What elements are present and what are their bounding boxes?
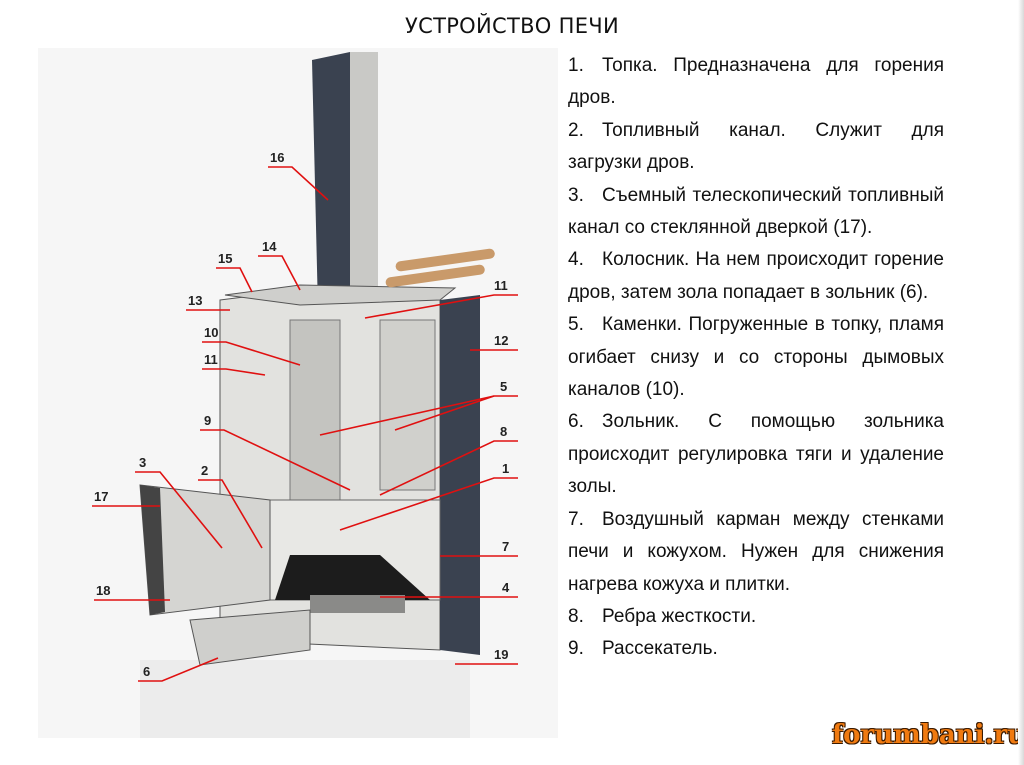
callout-19: 19 bbox=[494, 647, 508, 662]
callout-12: 12 bbox=[494, 333, 508, 348]
callout-17: 17 bbox=[94, 489, 108, 504]
page-title: УСТРОЙСТВО ПЕЧИ bbox=[405, 14, 619, 38]
callout-9: 9 bbox=[204, 413, 211, 428]
callout-14: 14 bbox=[262, 239, 277, 254]
list-item: 5.Каменки. Погруженные в топку, пламя ог… bbox=[568, 314, 944, 401]
list-item: 8.Ребра жесткости. bbox=[568, 605, 757, 627]
list-item: 3.Съемный телескопический топливный кана… bbox=[568, 184, 944, 239]
grate bbox=[310, 595, 405, 613]
callout-11: 11 bbox=[204, 352, 218, 367]
leader-lines bbox=[92, 166, 518, 682]
callout-5: 5 bbox=[500, 379, 507, 394]
callout-15: 15 bbox=[218, 251, 232, 266]
ash-box bbox=[189, 609, 311, 666]
callout-4: 4 bbox=[502, 580, 510, 595]
chimney-tile-cladding bbox=[312, 52, 350, 310]
list-item: 7.Воздушный карман между стенками печи и… bbox=[568, 508, 944, 595]
callout-8: 8 bbox=[500, 424, 507, 439]
wood-handle bbox=[395, 248, 495, 272]
slide-edge bbox=[1018, 0, 1024, 765]
callout-13: 13 bbox=[188, 293, 202, 308]
wood-handle bbox=[385, 264, 485, 288]
callout-18: 18 bbox=[96, 583, 110, 598]
firebox-opening bbox=[275, 555, 430, 600]
smoke-channel bbox=[289, 319, 341, 511]
callout-6: 6 bbox=[143, 664, 150, 679]
callout-11-right: 11 bbox=[494, 278, 508, 293]
list-item: 9.Рассекатель. bbox=[568, 638, 718, 660]
component-list: 1.Топка. Предназначена для горения дров.… bbox=[568, 50, 944, 666]
callout-2: 2 bbox=[201, 463, 208, 478]
floor-reflection bbox=[140, 660, 470, 738]
stove-top bbox=[224, 284, 457, 306]
callout-numbers: 16 14 15 13 10 11 9 3 2 17 18 6 11 12 5 … bbox=[94, 150, 510, 679]
callout-10: 10 bbox=[204, 325, 218, 340]
callout-16: 16 bbox=[270, 150, 284, 165]
list-item: 2.Топливный канал. Служит для загрузки д… bbox=[568, 119, 944, 174]
stone-box bbox=[379, 319, 436, 491]
callout-3: 3 bbox=[139, 455, 146, 470]
list-item: 1.Топка. Предназначена для горения дров. bbox=[568, 55, 944, 109]
callout-7: 7 bbox=[502, 539, 509, 554]
list-item: 6.Зольник. С помощью зольника происходит… bbox=[568, 411, 944, 498]
callout-1: 1 bbox=[502, 461, 509, 476]
watermark: forumbani.ru bbox=[832, 720, 1024, 750]
stove-cutaway-diagram: 16 14 15 13 10 11 9 3 2 17 18 6 11 12 5 … bbox=[38, 48, 558, 738]
side-tile-panel bbox=[440, 295, 480, 655]
glass-door bbox=[140, 485, 165, 615]
list-item: 4.Колосник. На нем происходит горение др… bbox=[568, 249, 944, 303]
